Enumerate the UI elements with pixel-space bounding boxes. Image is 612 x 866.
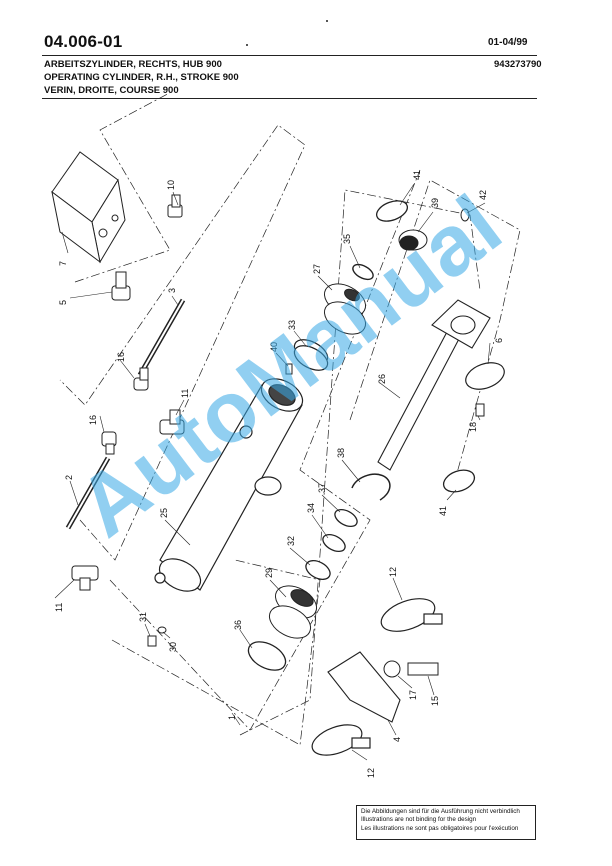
ring-36	[247, 641, 287, 671]
callout-16-lower: 16	[88, 415, 98, 425]
callouts: 10 7 5 3 16 41 42 39 35 27 33 40 6 11 16…	[54, 170, 504, 778]
group-frame-outer	[111, 559, 321, 746]
group-frame-seals	[109, 169, 421, 731]
callout-26: 26	[377, 374, 387, 384]
callout-29: 29	[264, 568, 274, 578]
callout-16-upper: 16	[116, 352, 126, 362]
callout-25: 25	[159, 508, 169, 518]
bolt-15	[383, 660, 439, 678]
seal-34	[322, 533, 346, 553]
callout-7: 7	[58, 261, 68, 266]
callout-12-upper: 12	[388, 567, 398, 577]
disclaimer-english: Illustrations are not binding for the de…	[361, 816, 477, 824]
callout-1: 1	[227, 715, 237, 720]
title-french: VERIN, DROITE, COURSE 900	[44, 85, 179, 96]
fitting-16-upper	[133, 367, 149, 391]
gland-29	[268, 585, 318, 639]
callout-10: 10	[166, 180, 176, 190]
callout-31: 31	[138, 612, 148, 622]
callout-15: 15	[430, 696, 440, 706]
page-number: 04.006-01	[44, 32, 123, 51]
callout-41-upper: 41	[412, 170, 422, 180]
callout-18: 18	[468, 422, 478, 432]
callout-11-lower: 11	[54, 603, 64, 612]
callout-6: 6	[494, 338, 504, 343]
callout-2: 2	[64, 475, 74, 480]
elbow-11-upper	[159, 409, 185, 435]
circlip-38	[351, 473, 391, 501]
elbow-11-lower	[71, 565, 99, 591]
piston-rod-26	[377, 299, 491, 471]
callout-35: 35	[342, 234, 352, 244]
cylinder-barrel-25	[154, 378, 304, 592]
part-number: 943273790	[494, 59, 542, 70]
washer-30	[157, 626, 167, 634]
callout-32: 32	[286, 536, 296, 546]
callout-34: 34	[306, 503, 316, 513]
callout-17: 17	[408, 690, 418, 700]
revision-date: 01-04/99	[488, 37, 528, 48]
speck	[326, 20, 328, 22]
callout-4: 4	[392, 737, 402, 742]
screw-10	[167, 194, 183, 218]
callout-38: 38	[336, 448, 346, 458]
callout-39: 39	[430, 198, 440, 208]
disclaimer-german: Die Abbildungen sind für die Ausführung …	[361, 808, 520, 815]
nipple-42	[460, 208, 470, 222]
callout-11-upper: 11	[180, 389, 190, 398]
wiper-39	[398, 229, 428, 251]
screw-31	[147, 635, 157, 647]
ring-35	[352, 263, 374, 281]
callout-36: 36	[233, 620, 243, 630]
callout-42: 42	[478, 190, 488, 200]
fitting-16-lower	[101, 431, 117, 455]
group-frame-hose	[59, 124, 306, 561]
pin-40	[285, 363, 293, 375]
valve-block-7	[51, 151, 126, 264]
ring-33	[293, 339, 329, 371]
callout-30: 30	[168, 642, 178, 652]
clamp-12-upper	[380, 598, 443, 632]
ring-41-lower	[442, 469, 476, 493]
title-block: ARBEITSZYLINDER, RECHTS, HUB 900 OPERATI…	[42, 55, 542, 99]
seal-37	[334, 508, 358, 528]
group-frame-piston	[239, 189, 481, 736]
callout-40: 40	[269, 342, 279, 352]
seal-32	[305, 560, 331, 580]
clamp-12-lower	[311, 724, 371, 756]
disclaimer-french: Les illustrations ne sont pas obligatoir…	[361, 824, 519, 832]
union-5	[111, 271, 131, 301]
ring-41-upper	[376, 200, 408, 222]
piston-27	[323, 283, 367, 335]
callout-33: 33	[287, 320, 297, 330]
screw-18	[475, 403, 485, 417]
title-german: ARBEITSZYLINDER, RECHTS, HUB 900	[44, 59, 222, 70]
speck	[246, 44, 248, 46]
callout-27: 27	[312, 264, 322, 274]
ring-6	[465, 362, 505, 390]
callout-3: 3	[167, 288, 177, 293]
disclaimer-box: Die Abbildungen sind für die Ausführung …	[356, 805, 536, 840]
bracket-4	[327, 651, 401, 723]
callout-37: 37	[317, 483, 327, 493]
callout-12-lower: 12	[366, 768, 376, 778]
callout-41-lower: 41	[438, 506, 448, 516]
callout-5: 5	[58, 300, 68, 305]
title-english: OPERATING CYLINDER, R.H., STROKE 900	[44, 72, 239, 83]
